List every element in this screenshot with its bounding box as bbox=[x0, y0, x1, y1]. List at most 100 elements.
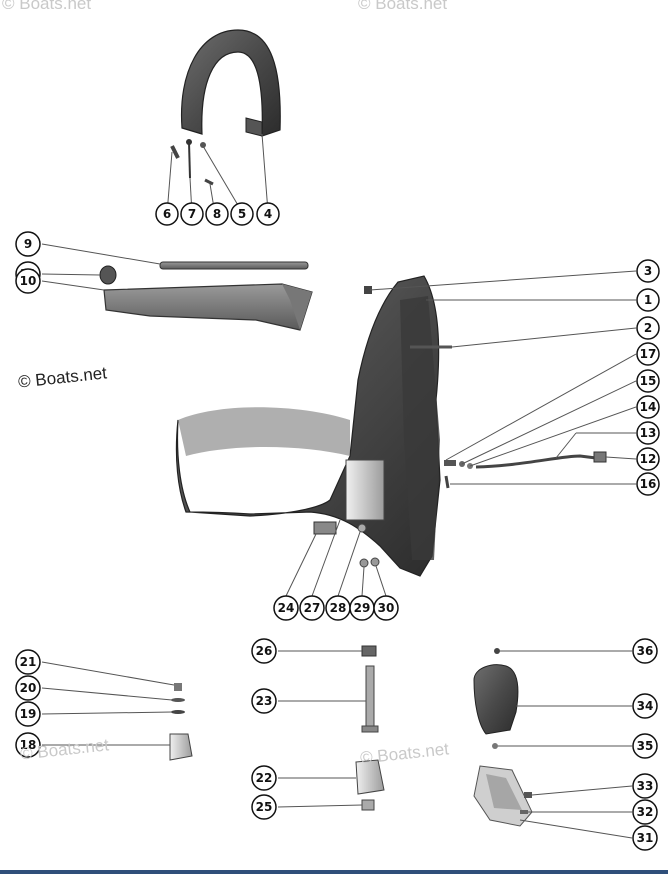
part-7-screw bbox=[186, 139, 192, 179]
part-3-nut bbox=[364, 286, 372, 294]
callout-14: 14 bbox=[636, 395, 660, 419]
svg-text:8: 8 bbox=[213, 207, 221, 221]
svg-text:3: 3 bbox=[644, 264, 652, 278]
callout-2: 2 bbox=[636, 316, 660, 340]
part-18-insert bbox=[169, 733, 193, 761]
svg-text:19: 19 bbox=[20, 707, 37, 721]
callout-19: 19 bbox=[15, 701, 41, 727]
part-31-bracket bbox=[473, 765, 533, 827]
callout-3: 3 bbox=[636, 259, 660, 283]
part-12-connector bbox=[593, 451, 607, 463]
part-13-cable bbox=[475, 454, 597, 469]
svg-text:34: 34 bbox=[637, 699, 654, 713]
callout-17: 17 bbox=[636, 342, 660, 366]
svg-text:16: 16 bbox=[640, 477, 657, 491]
part-17-fitting bbox=[444, 460, 456, 466]
callout-26: 26 bbox=[251, 638, 277, 664]
callout-21: 21 bbox=[15, 649, 41, 675]
svg-text:12: 12 bbox=[640, 452, 657, 466]
part-29-washer bbox=[359, 558, 369, 568]
callout-28: 28 bbox=[325, 595, 351, 621]
callout-20: 20 bbox=[15, 675, 41, 701]
callout-10: 10 bbox=[15, 268, 41, 294]
part-36-screw bbox=[494, 648, 500, 654]
leader-lines bbox=[41, 133, 637, 839]
svg-text:6: 6 bbox=[163, 207, 171, 221]
part-26-nut bbox=[361, 645, 377, 657]
svg-text:13: 13 bbox=[640, 426, 657, 440]
part-6-screw bbox=[170, 145, 180, 159]
svg-text:5: 5 bbox=[238, 207, 246, 221]
callout-29: 29 bbox=[349, 595, 375, 621]
part-24-bracket bbox=[313, 521, 337, 535]
svg-text:33: 33 bbox=[637, 779, 654, 793]
svg-text:18: 18 bbox=[20, 738, 37, 752]
svg-text:17: 17 bbox=[640, 347, 657, 361]
watermark-top-right: © Boats.net bbox=[358, 0, 448, 13]
part-23-bolt bbox=[361, 665, 379, 733]
callout-25: 25 bbox=[251, 794, 277, 820]
part-25-plug bbox=[361, 799, 375, 811]
svg-text:28: 28 bbox=[330, 601, 347, 615]
callout-5: 5 bbox=[230, 202, 254, 226]
svg-text:36: 36 bbox=[637, 644, 654, 658]
callout-34: 34 bbox=[632, 693, 658, 719]
part-22-bushing bbox=[355, 759, 385, 795]
callout-1: 1 bbox=[636, 288, 660, 312]
callout-36: 36 bbox=[632, 638, 658, 664]
part-1-drive-shaft-housing bbox=[175, 275, 441, 577]
part-11-grommet bbox=[99, 265, 117, 285]
svg-text:1: 1 bbox=[644, 293, 652, 307]
callout-30: 30 bbox=[373, 595, 399, 621]
callout-18: 18 bbox=[15, 732, 41, 758]
part-10-tube bbox=[103, 283, 313, 331]
svg-text:31: 31 bbox=[637, 831, 654, 845]
part-27-block bbox=[345, 459, 385, 521]
callout-32: 32 bbox=[632, 799, 658, 825]
svg-text:25: 25 bbox=[256, 800, 273, 814]
svg-text:4: 4 bbox=[264, 207, 272, 221]
callout-23: 23 bbox=[251, 688, 277, 714]
callout-16: 16 bbox=[636, 472, 660, 496]
svg-text:2: 2 bbox=[644, 321, 652, 335]
part-5-nut bbox=[200, 142, 206, 148]
svg-text:10: 10 bbox=[20, 274, 37, 288]
svg-text:20: 20 bbox=[20, 681, 37, 695]
watermark-top-left: © Boats.net bbox=[2, 0, 92, 13]
part-21-nut bbox=[174, 683, 182, 691]
svg-text:21: 21 bbox=[20, 655, 37, 669]
svg-text:15: 15 bbox=[640, 374, 657, 388]
callout-33: 33 bbox=[632, 773, 658, 799]
svg-text:23: 23 bbox=[256, 694, 273, 708]
part-4-band bbox=[180, 29, 281, 137]
svg-text:24: 24 bbox=[278, 601, 295, 615]
callout-13: 13 bbox=[636, 421, 660, 445]
part-32-clip bbox=[520, 810, 528, 814]
svg-text:26: 26 bbox=[256, 644, 273, 658]
part-8-clip bbox=[204, 178, 214, 186]
svg-text:14: 14 bbox=[640, 400, 657, 414]
svg-text:7: 7 bbox=[188, 207, 196, 221]
part-30-washer bbox=[370, 557, 380, 567]
callout-8: 8 bbox=[205, 202, 229, 226]
callout-22: 22 bbox=[251, 765, 277, 791]
svg-text:29: 29 bbox=[354, 601, 371, 615]
callout-7: 7 bbox=[180, 202, 204, 226]
svg-text:30: 30 bbox=[378, 601, 395, 615]
callout-35: 35 bbox=[632, 733, 658, 759]
callout-31: 31 bbox=[632, 825, 658, 851]
callout-12: 12 bbox=[636, 447, 660, 471]
callout-24: 24 bbox=[273, 595, 299, 621]
part-20-washer bbox=[171, 698, 185, 702]
svg-text:22: 22 bbox=[256, 771, 273, 785]
part-16-screw bbox=[444, 475, 450, 489]
bottom-accent-bar bbox=[0, 870, 668, 874]
svg-text:9: 9 bbox=[24, 237, 32, 251]
svg-text:35: 35 bbox=[637, 739, 654, 753]
callout-15: 15 bbox=[636, 369, 660, 393]
callout-27: 27 bbox=[299, 595, 325, 621]
callout-9: 9 bbox=[15, 231, 41, 257]
svg-text:27: 27 bbox=[304, 601, 321, 615]
part-28-nut bbox=[357, 523, 367, 533]
